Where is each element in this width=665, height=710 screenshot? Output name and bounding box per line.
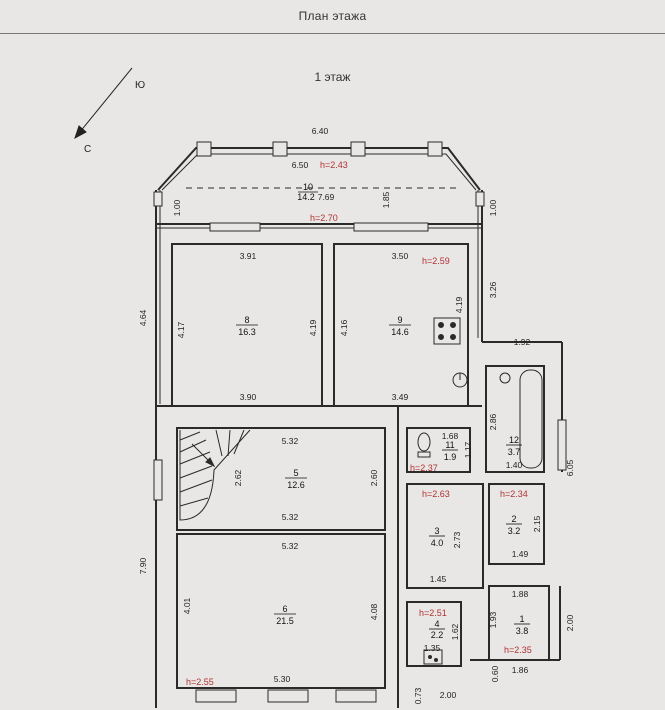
dim-605: 6.05 <box>565 459 575 476</box>
dim-419-b: 4.19 <box>454 296 464 313</box>
dim-390: 3.90 <box>240 392 257 402</box>
room-8-number: 8 <box>244 315 249 325</box>
dim-188: 1.88 <box>512 589 529 599</box>
height-room-9: h=2.59 <box>422 256 450 266</box>
room-6-number: 6 <box>282 604 287 614</box>
boiler-icon <box>423 649 443 665</box>
dim-162: 1.62 <box>450 623 460 640</box>
dim-532-c: 5.32 <box>282 541 299 551</box>
dim-140: 1.40 <box>506 460 523 470</box>
room-3-number: 3 <box>434 526 439 536</box>
room-labels: 10 14.2 8 16.3 9 14.6 5 12.6 6 21.5 11 1… <box>236 182 530 640</box>
compass-south: Ю <box>135 80 145 91</box>
dim-273: 2.73 <box>452 531 462 548</box>
room-10-number: 10 <box>303 182 313 192</box>
bathtub-icon <box>499 369 543 469</box>
stove-icon <box>433 317 461 345</box>
title-divider <box>0 33 665 34</box>
dim-145: 1.45 <box>430 574 447 584</box>
dim-117: 1.17 <box>463 441 473 458</box>
dim-464: 4.64 <box>138 309 148 326</box>
room-10-area: 14.2 <box>297 192 315 202</box>
dim-215: 2.15 <box>532 515 542 532</box>
height-room-3: h=2.63 <box>422 489 450 499</box>
dim-650: 6.50 <box>292 160 309 170</box>
height-room-2: h=2.34 <box>500 489 528 499</box>
sink-icon <box>452 372 468 388</box>
dim-262: 2.62 <box>233 469 243 486</box>
room-5-number: 5 <box>293 468 298 478</box>
room-9-area: 14.6 <box>391 327 409 337</box>
room-4-area: 2.2 <box>431 630 444 640</box>
room-8-area: 16.3 <box>238 327 256 337</box>
dim-416: 4.16 <box>339 319 349 336</box>
dim-193: 1.93 <box>488 611 498 628</box>
dim-401: 4.01 <box>182 597 192 614</box>
dim-640: 6.40 <box>312 126 329 136</box>
dim-408: 4.08 <box>369 603 379 620</box>
dim-135: 1.35 <box>424 643 441 653</box>
room-11-area: 1.9 <box>444 452 457 462</box>
vertical-dimension-labels: 1.00 1.85 1.00 3.26 4.64 4.17 4.19 4.16 … <box>138 191 575 704</box>
room-6-area: 21.5 <box>276 616 294 626</box>
dim-790: 7.90 <box>138 557 148 574</box>
height-room-1: h=2.35 <box>504 645 532 655</box>
dim-419-a: 4.19 <box>308 319 318 336</box>
dim-326: 3.26 <box>488 281 498 298</box>
room-3-area: 4.0 <box>431 538 444 548</box>
compass-icon <box>74 67 133 140</box>
dim-391: 3.91 <box>240 251 257 261</box>
dim-417: 4.17 <box>176 321 186 338</box>
height-bay: h=2.43 <box>320 160 348 170</box>
page-title: План этажа <box>298 9 367 23</box>
dim-185: 1.85 <box>381 191 391 208</box>
dim-260: 2.60 <box>369 469 379 486</box>
dimension-labels: 6.40 6.50 7.69 3.91 3.50 1.92 3.90 3.49 … <box>240 126 531 700</box>
room-2-area: 3.2 <box>508 526 521 536</box>
height-room-11: h=2.37 <box>410 463 438 473</box>
staircase-icon <box>179 429 251 521</box>
compass-north: С <box>84 144 91 155</box>
room-1-number: 1 <box>519 614 524 624</box>
dim-769: 7.69 <box>318 192 335 202</box>
dim-532-a: 5.32 <box>282 436 299 446</box>
room-4-number: 4 <box>434 619 439 629</box>
window-marks <box>153 141 567 703</box>
toilet-icon <box>417 432 431 458</box>
height-room-4: h=2.51 <box>419 608 447 618</box>
dim-192: 1.92 <box>514 337 531 347</box>
room-9-number: 9 <box>397 315 402 325</box>
room-2-number: 2 <box>511 514 516 524</box>
dim-168: 1.68 <box>442 431 459 441</box>
height-labels: h=2.43 h=2.70 h=2.59 h=2.37 h=2.63 h=2.3… <box>186 160 532 687</box>
dim-532-b: 5.32 <box>282 512 299 522</box>
dim-200-b: 2.00 <box>440 690 457 700</box>
room-5-area: 12.6 <box>287 480 305 490</box>
floor-label: 1 этаж <box>314 70 351 84</box>
dim-286: 2.86 <box>488 413 498 430</box>
dim-100-b: 1.00 <box>488 199 498 216</box>
room-1-area: 3.8 <box>516 626 529 636</box>
dim-350: 3.50 <box>392 251 409 261</box>
height-top: h=2.70 <box>310 213 338 223</box>
room-11-number: 11 <box>445 440 454 450</box>
room-12-area: 3.7 <box>508 447 521 457</box>
room-12-number: 12 <box>509 435 519 445</box>
dim-100-a: 1.00 <box>172 199 182 216</box>
dim-060: 0.60 <box>490 665 500 682</box>
dim-200-a: 2.00 <box>565 614 575 631</box>
walls <box>155 147 563 708</box>
dim-186: 1.86 <box>512 665 529 675</box>
dim-149: 1.49 <box>512 549 529 559</box>
dim-349: 3.49 <box>392 392 409 402</box>
dim-073: 0.73 <box>413 687 423 704</box>
dim-530: 5.30 <box>274 674 291 684</box>
height-room-6: h=2.55 <box>186 677 214 687</box>
